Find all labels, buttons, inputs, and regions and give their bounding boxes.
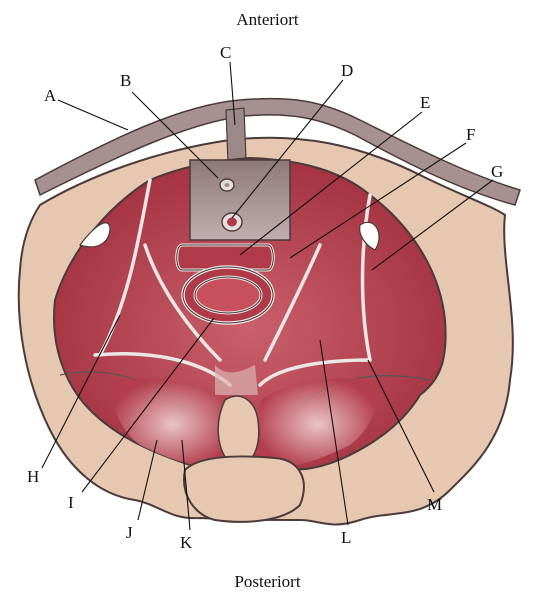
label-d: D — [341, 61, 353, 80]
perineal-body — [218, 396, 259, 466]
label-m: M — [427, 495, 442, 514]
label-c: C — [220, 43, 231, 62]
label-g: G — [491, 162, 503, 181]
central-tendon-strip — [226, 108, 246, 162]
coccyx — [184, 456, 304, 521]
label-i: I — [68, 493, 74, 512]
label-f: F — [466, 125, 475, 144]
label-e: E — [420, 93, 430, 112]
label-j: J — [126, 523, 133, 542]
label-l: L — [341, 528, 351, 547]
label-b: B — [120, 71, 131, 90]
label-h: H — [27, 467, 39, 486]
label-a: A — [44, 86, 57, 105]
label-k: K — [180, 533, 193, 552]
posterior-label: Posteriort — [0, 572, 535, 592]
